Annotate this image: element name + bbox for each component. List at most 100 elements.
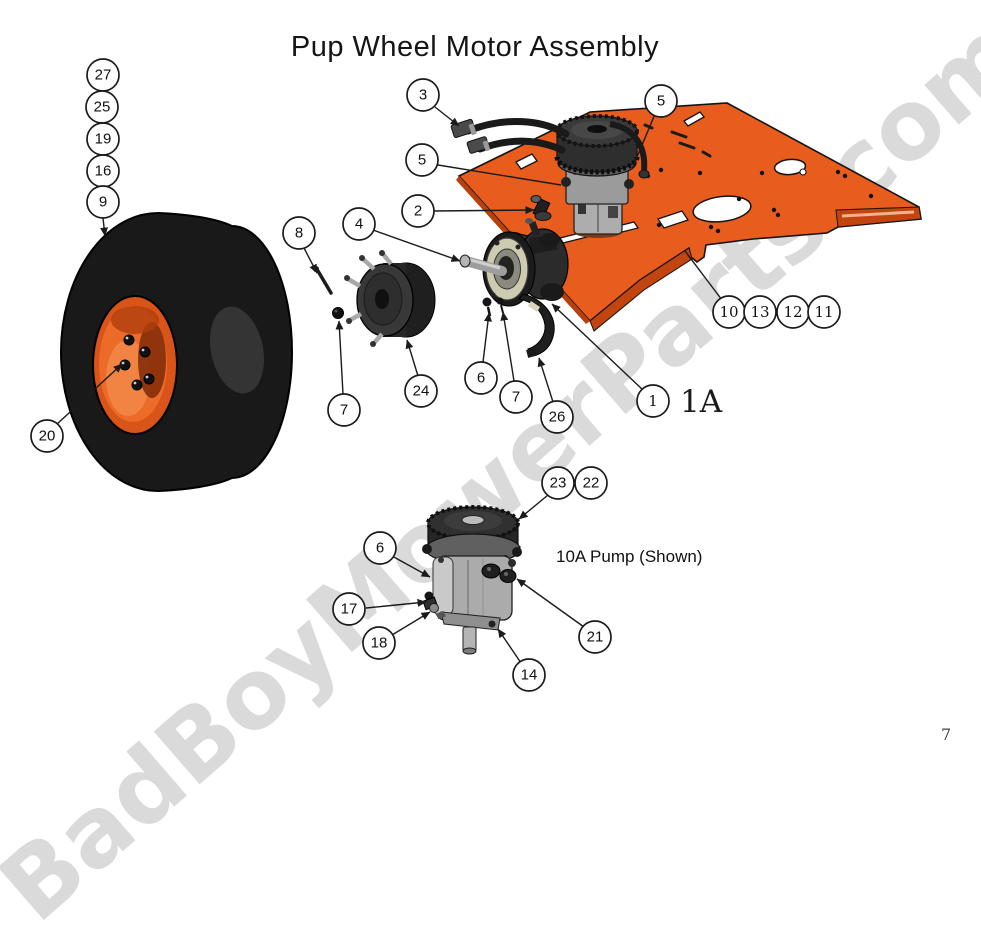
leader-14 xyxy=(497,628,522,664)
callout-14: 14 xyxy=(512,658,546,692)
svg-text:20: 20 xyxy=(39,428,56,445)
variant-label: 1A xyxy=(680,384,723,420)
callout-6: 6 xyxy=(363,531,397,565)
rim xyxy=(92,295,178,435)
pump-shown-label: 10A Pump (Shown) xyxy=(556,547,703,566)
svg-text:8: 8 xyxy=(295,225,303,242)
leader-6 xyxy=(482,312,492,363)
leader-8 xyxy=(303,247,318,274)
motor-shaft xyxy=(459,254,507,276)
leader-26 xyxy=(537,357,554,403)
svg-text:18: 18 xyxy=(371,635,388,652)
wheel-hub xyxy=(313,250,436,347)
leader-4 xyxy=(372,229,461,262)
leader-3 xyxy=(434,106,460,127)
leader-9 xyxy=(100,217,109,237)
pump-shaft xyxy=(462,626,477,652)
leader-7 xyxy=(500,311,515,382)
callout-24: 24 xyxy=(404,374,438,408)
svg-text:22: 22 xyxy=(583,475,600,492)
deck-slot xyxy=(683,111,705,127)
svg-text:1: 1 xyxy=(648,392,658,410)
callout-5: 5 xyxy=(405,143,439,177)
svg-text:9: 9 xyxy=(99,194,107,211)
rim-lug-bolts xyxy=(119,334,155,391)
callout-13: 13 xyxy=(743,295,777,329)
lug-nut xyxy=(332,307,344,319)
svg-text:5: 5 xyxy=(657,93,665,110)
callout-2: 2 xyxy=(401,194,435,228)
callout-11: 11 xyxy=(807,295,841,329)
diagram-title: Pup Wheel Motor Assembly xyxy=(290,31,660,63)
callout-8: 8 xyxy=(282,216,316,250)
svg-text:27: 27 xyxy=(95,67,112,84)
mount-bolt xyxy=(482,297,504,317)
deck-hole-large xyxy=(692,195,752,223)
svg-text:23: 23 xyxy=(550,475,567,492)
callout-16: 16 xyxy=(86,154,120,188)
deck-bottom-flange xyxy=(589,247,693,332)
svg-text:6: 6 xyxy=(477,370,485,387)
svg-text:6: 6 xyxy=(376,540,384,557)
leader-20 xyxy=(55,363,123,426)
wheel-motor xyxy=(459,218,569,358)
svg-text:11: 11 xyxy=(814,303,833,321)
svg-text:12: 12 xyxy=(783,303,802,321)
pump-fan-hub xyxy=(461,515,485,525)
callout-19: 19 xyxy=(86,122,120,156)
leader-24 xyxy=(405,339,419,377)
svg-text:25: 25 xyxy=(94,99,111,116)
callout-10: 10 xyxy=(712,295,746,329)
leader-7 xyxy=(335,320,344,395)
pump-ports xyxy=(481,559,517,583)
callout-21: 21 xyxy=(578,620,612,654)
leader-1 xyxy=(551,303,644,391)
motor-fan-hub xyxy=(587,125,607,133)
callout-17: 17 xyxy=(332,592,366,626)
deck-slot xyxy=(515,153,538,170)
svg-text:13: 13 xyxy=(750,303,769,321)
deck-slot xyxy=(656,210,690,229)
svg-text:14: 14 xyxy=(521,667,538,684)
leader-lines xyxy=(55,106,723,664)
elbow-fitting xyxy=(530,195,552,221)
deck-hole-round xyxy=(773,158,807,176)
leader-6 xyxy=(391,555,431,578)
svg-text:26: 26 xyxy=(549,409,566,426)
svg-text:19: 19 xyxy=(95,131,112,148)
callout-18: 18 xyxy=(362,626,396,660)
leader-18 xyxy=(391,611,431,636)
svg-text:16: 16 xyxy=(95,163,112,180)
callout-4: 4 xyxy=(342,207,376,241)
debris-guard xyxy=(518,293,555,358)
svg-text:7: 7 xyxy=(340,402,348,419)
pump-assembly xyxy=(422,505,522,655)
callout-23: 23 xyxy=(541,466,575,500)
wheel-studs xyxy=(346,252,393,345)
leader-10 xyxy=(684,250,723,301)
svg-text:4: 4 xyxy=(355,216,363,233)
leader-5 xyxy=(631,113,656,170)
callout-27: 27 xyxy=(86,58,120,92)
svg-text:17: 17 xyxy=(341,601,358,618)
callout-5: 5 xyxy=(644,84,678,118)
svg-text:24: 24 xyxy=(413,383,430,400)
svg-text:7: 7 xyxy=(512,389,520,406)
callout-20: 20 xyxy=(30,419,64,453)
svg-text:21: 21 xyxy=(587,629,604,646)
svg-text:5: 5 xyxy=(418,152,426,169)
svg-text:10: 10 xyxy=(719,303,738,321)
leader-17 xyxy=(365,598,427,609)
leader-21 xyxy=(516,578,585,628)
exploded-parts-diagram: 2725191692083524572467261101312112322617… xyxy=(30,58,922,692)
page-number: 7 xyxy=(941,725,952,744)
svg-text:2: 2 xyxy=(414,203,422,220)
leader-5 xyxy=(437,164,562,186)
leader-2 xyxy=(433,206,535,215)
callout-22: 22 xyxy=(574,466,608,500)
callout-7: 7 xyxy=(327,393,361,427)
callout-1: 1 xyxy=(636,384,670,418)
callout-26: 26 xyxy=(540,400,574,434)
